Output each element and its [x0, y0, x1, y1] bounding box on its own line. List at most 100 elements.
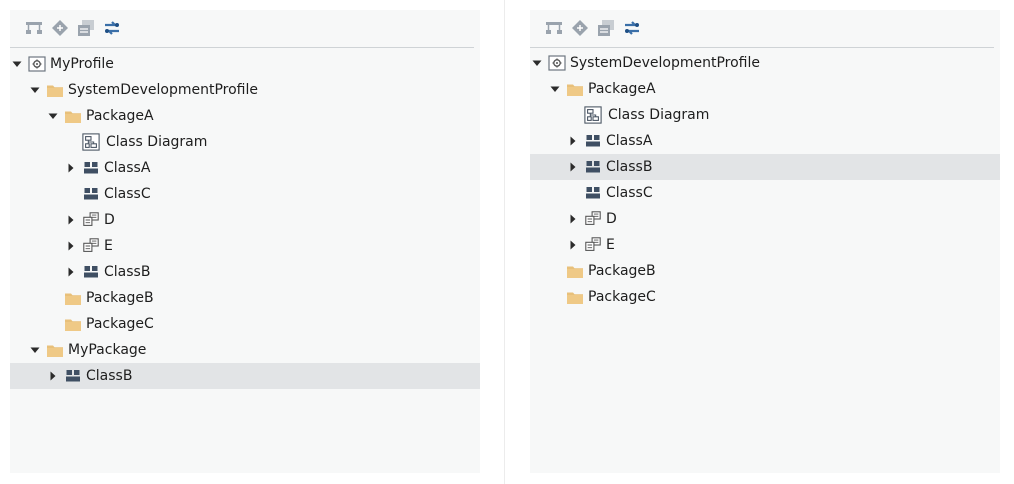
tree-item-label: PackageC [588, 289, 656, 305]
stack-button[interactable] [596, 19, 616, 37]
chevron-down-icon[interactable] [48, 111, 58, 121]
chevron-down-icon[interactable] [532, 58, 542, 68]
tree-item-classb[interactable]: ClassB [10, 259, 480, 285]
class-icon [584, 132, 602, 150]
stack-icon [77, 19, 95, 37]
tree-toolbar [10, 10, 474, 48]
chevron-right-icon[interactable] [568, 136, 578, 146]
chevron-right-icon[interactable] [66, 215, 76, 225]
sync-arrows-button[interactable] [102, 19, 122, 37]
tree-item-d[interactable]: D [10, 207, 480, 233]
hierarchy-icon [25, 21, 43, 35]
tree-item-label: Class Diagram [106, 134, 208, 150]
tree-item-packagec[interactable]: PackageC [10, 311, 480, 337]
tree-item-e[interactable]: E [530, 232, 1000, 258]
diamond-button[interactable] [50, 19, 70, 37]
profile-icon [548, 54, 566, 72]
chevron-down-icon[interactable] [550, 84, 560, 94]
folder-icon [64, 315, 82, 333]
tree-item-label: D [104, 212, 115, 228]
class-icon [64, 367, 82, 385]
sync-arrows-button[interactable] [622, 19, 642, 37]
hierarchy-icon [545, 21, 563, 35]
tree-item-label: E [104, 238, 113, 254]
chevron-right-icon[interactable] [568, 162, 578, 172]
tree-item-packagea[interactable]: PackageA [10, 103, 480, 129]
tree-item-label: SystemDevelopmentProfile [68, 82, 258, 98]
component-icon [584, 210, 602, 228]
tree-item-label: ClassB [104, 264, 151, 280]
tree-item-label: ClassB [86, 368, 133, 384]
tree-item-label: ClassC [104, 186, 151, 202]
tree-item-d[interactable]: D [530, 206, 1000, 232]
tree-item-classb[interactable]: ClassB [530, 154, 1000, 180]
tree-item-class-diagram[interactable]: Class Diagram [10, 129, 480, 155]
stack-icon [597, 19, 615, 37]
tree-item-systemdevelopmentprofile[interactable]: SystemDevelopmentProfile [530, 50, 1000, 76]
tree-item-packagec[interactable]: PackageC [530, 284, 1000, 310]
tree-item-label: E [606, 237, 615, 253]
tree-item-label: SystemDevelopmentProfile [570, 55, 760, 71]
tree-item-e[interactable]: E [10, 233, 480, 259]
tree-item-classa[interactable]: ClassA [10, 155, 480, 181]
tree-toolbar [530, 10, 994, 48]
tree-item-label: PackageA [86, 108, 154, 124]
sync-arrows-icon [623, 19, 641, 37]
tree-item-packageb[interactable]: PackageB [530, 258, 1000, 284]
tree-item-packageb[interactable]: PackageB [10, 285, 480, 311]
chevron-right-icon[interactable] [66, 163, 76, 173]
tree-item-packagea[interactable]: PackageA [530, 76, 1000, 102]
chevron-down-icon[interactable] [30, 85, 40, 95]
chevron-right-icon[interactable] [66, 267, 76, 277]
tree-item-mypackage[interactable]: MyPackage [10, 337, 480, 363]
tree-item-label: ClassC [606, 185, 653, 201]
tree-item-label: ClassA [606, 133, 653, 149]
component-icon [584, 236, 602, 254]
diamond-icon [571, 19, 589, 37]
chevron-right-icon[interactable] [568, 240, 578, 250]
class-icon [584, 158, 602, 176]
folder-icon [46, 81, 64, 99]
folder-icon [566, 262, 584, 280]
chevron-right-icon[interactable] [48, 371, 58, 381]
class-icon [82, 263, 100, 281]
chevron-down-icon[interactable] [30, 345, 40, 355]
class-icon [82, 159, 100, 177]
component-icon [82, 211, 100, 229]
hierarchy-button[interactable] [24, 19, 44, 37]
tree-item-label: PackageA [588, 81, 656, 97]
component-icon [82, 237, 100, 255]
tree-item-class-diagram[interactable]: Class Diagram [530, 102, 1000, 128]
tree-item-classc[interactable]: ClassC [10, 181, 480, 207]
diamond-icon [51, 19, 69, 37]
class-icon [584, 184, 602, 202]
tree-item-classa[interactable]: ClassA [530, 128, 1000, 154]
hierarchy-button[interactable] [544, 19, 564, 37]
stack-button[interactable] [76, 19, 96, 37]
tree-item-classb[interactable]: ClassB [10, 363, 480, 389]
chevron-right-icon[interactable] [568, 214, 578, 224]
tree-item-label: ClassB [606, 159, 653, 175]
tree-item-label: MyProfile [50, 56, 114, 72]
tree-item-myprofile[interactable]: MyProfile [10, 51, 480, 77]
folder-icon [566, 80, 584, 98]
tree-item-label: ClassA [104, 160, 151, 176]
chevron-down-icon[interactable] [12, 59, 22, 69]
profile-icon [28, 55, 46, 73]
chevron-right-icon[interactable] [66, 241, 76, 251]
tree-item-label: Class Diagram [608, 107, 710, 123]
diagram-icon [584, 106, 602, 124]
tree-item-label: PackageB [86, 290, 154, 306]
sync-arrows-icon [103, 19, 121, 37]
diamond-button[interactable] [570, 19, 590, 37]
folder-icon [46, 341, 64, 359]
folder-icon [64, 289, 82, 307]
panel-divider [504, 0, 505, 484]
tree-item-systemdevelopmentprofile[interactable]: SystemDevelopmentProfile [10, 77, 480, 103]
tree-item-classc[interactable]: ClassC [530, 180, 1000, 206]
tree-item-label: PackageC [86, 316, 154, 332]
folder-icon [566, 288, 584, 306]
